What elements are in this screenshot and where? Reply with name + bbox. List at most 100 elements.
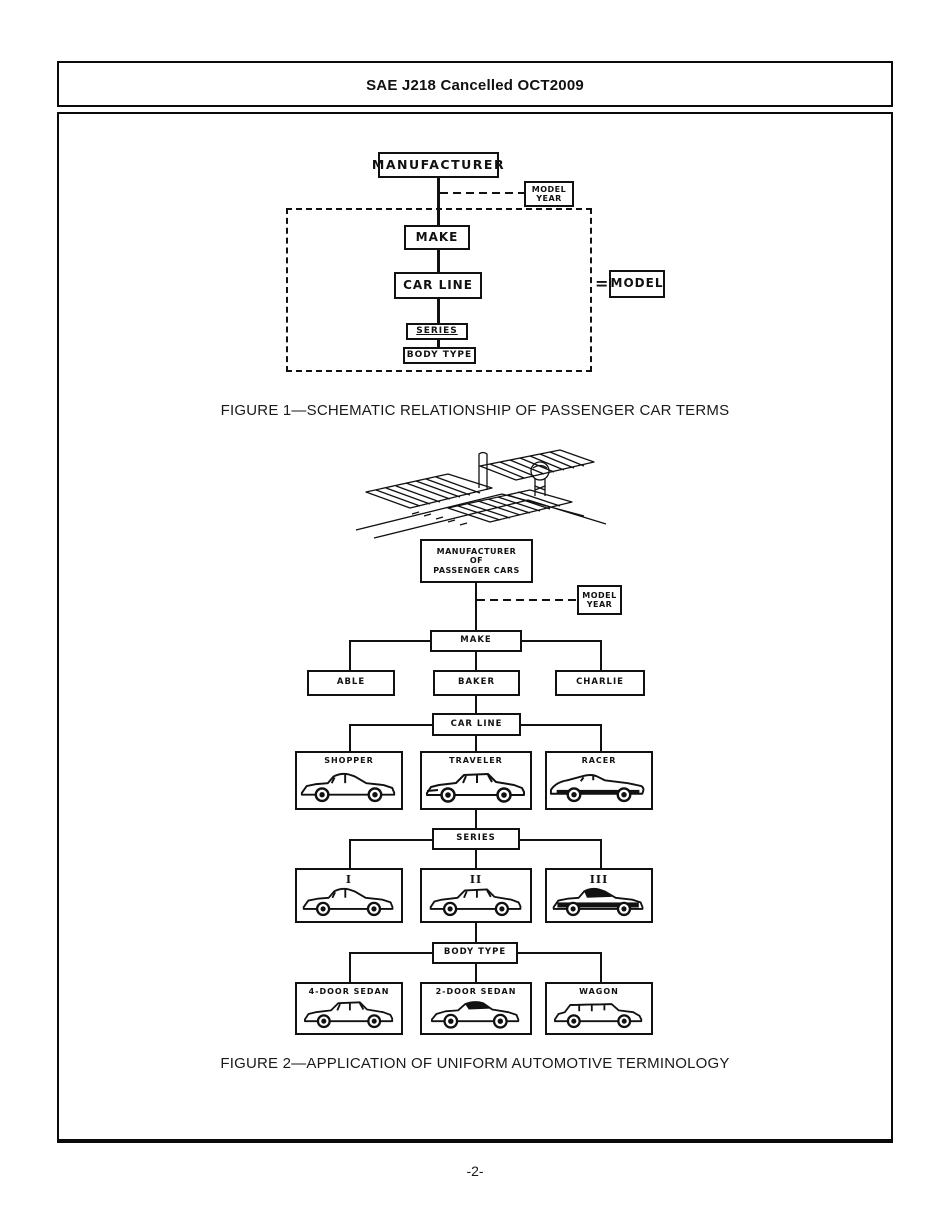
- figure2-make-connector-left: [349, 640, 430, 642]
- car-illustration-sedan: [304, 1001, 394, 1029]
- figure2-carbox-series-ii: II: [420, 868, 532, 923]
- figure2-bodytype-connector-right: [518, 952, 602, 954]
- figure2-carbox-racer: RACER: [545, 751, 653, 810]
- figure1-line-make-carline: [437, 250, 440, 272]
- figure2-series-label: SERIES: [456, 833, 496, 844]
- figure2-manufacturer-line3: PASSENGER CARS: [433, 565, 520, 575]
- car-illustration-dark-roof-coupe: [431, 1001, 520, 1029]
- figure1-car-line-label: CAR LINE: [403, 277, 473, 292]
- figure1-node-car-line: CAR LINE: [394, 272, 482, 299]
- figure2-line-manufacturer-make: [475, 583, 477, 630]
- figure2-line-series-bodytype: [475, 923, 477, 942]
- figure2-series-connector-left: [349, 839, 432, 841]
- figure1-body-type-label: BODY TYPE: [406, 350, 473, 361]
- figure2-carbox-series-i: I: [295, 868, 403, 923]
- figure2-drop-series-ii: [475, 850, 477, 868]
- figure2-carbox-series-iii: III: [545, 868, 653, 923]
- figure2-charlie-label: CHARLIE: [576, 677, 624, 688]
- figure2-carbox-2door-sedan: 2-DOOR SEDAN: [420, 982, 532, 1035]
- figure2-drop-2door: [475, 964, 477, 982]
- figure2-drop-wagon: [600, 952, 602, 982]
- figure2-racer-label: RACER: [581, 756, 617, 765]
- figure2-carbox-4door-sedan: 4-DOOR SEDAN: [295, 982, 403, 1035]
- figure2-drop-series-iii: [600, 839, 602, 868]
- figure1-caption: FIGURE 1—SCHEMATIC RELATIONSHIP OF PASSE…: [220, 402, 730, 419]
- car-illustration-wagon: [554, 1003, 643, 1029]
- figure2-car-line-label: CAR LINE: [450, 718, 503, 729]
- figure1-manufacturer-label: MANUFACTURER: [371, 156, 506, 172]
- figure2-able-label: ABLE: [336, 677, 366, 688]
- figure2-carbox-shopper: SHOPPER: [295, 751, 403, 810]
- figure1-node-model-year: MODEL YEAR: [524, 181, 574, 207]
- car-illustration-sedan: [429, 888, 522, 917]
- figure2-drop-baker: [475, 652, 477, 670]
- figure1-line-manufacturer-make: [437, 177, 440, 226]
- figure2-drop-shopper: [349, 724, 351, 751]
- figure2-2door-sedan-label: 2-DOOR SEDAN: [435, 987, 517, 996]
- page-title: SAE J218 Cancelled OCT2009: [366, 77, 584, 94]
- figure2-line-baker-carline: [475, 696, 477, 713]
- figure2-node-series: SERIES: [432, 828, 520, 850]
- figure2-model-year-line2: YEAR: [586, 600, 613, 609]
- figure2-make-label: MAKE: [460, 635, 492, 646]
- figure2-wagon-label: WAGON: [579, 987, 619, 996]
- figure2-line-traveler-series: [475, 810, 477, 828]
- figure2-series-ii-label: II: [469, 873, 483, 886]
- figure2-node-manufacturer: MANUFACTURER OF PASSENGER CARS: [420, 539, 533, 583]
- figure1-node-make: MAKE: [404, 225, 470, 250]
- figure2-node-make: MAKE: [430, 630, 522, 652]
- figure2-carline-connector-left: [349, 724, 432, 726]
- figure2-drop-4door: [349, 952, 351, 982]
- figure2-node-able: ABLE: [307, 670, 395, 696]
- car-illustration-coupe: [302, 887, 394, 917]
- figure2-node-charlie: CHARLIE: [555, 670, 645, 696]
- figure1-node-series: SERIES: [406, 323, 468, 340]
- figure2-drop-racer: [600, 724, 602, 751]
- figure2-caption: FIGURE 2—APPLICATION OF UNIFORM AUTOMOTI…: [220, 1055, 730, 1072]
- figure2-dashed-line-model-year: [477, 599, 577, 601]
- figure1-equals-sign: =: [595, 274, 609, 293]
- figure2-drop-charlie: [600, 640, 602, 670]
- figure2-drop-series-i: [349, 839, 351, 868]
- figure1-node-body-type: BODY TYPE: [403, 347, 476, 364]
- figure2-manufacturer-line2: OF: [469, 556, 484, 566]
- figure1-model-year-line2: YEAR: [536, 194, 562, 203]
- figure2-node-model-year: MODEL YEAR: [577, 585, 622, 615]
- figure2-manufacturer-line1: MANUFACTURER: [436, 547, 517, 557]
- figure1-series-label: SERIES: [416, 326, 458, 337]
- factory-illustration: [355, 449, 607, 539]
- figure2-traveler-label: TRAVELER: [449, 756, 503, 765]
- figure1-model-year-line1: MODEL: [531, 184, 567, 194]
- figure2-drop-traveler: [475, 736, 477, 751]
- figure2-node-baker: BAKER: [433, 670, 520, 696]
- header-box: [57, 61, 893, 107]
- figure2-node-car-line: CAR LINE: [432, 713, 521, 736]
- figure1-make-label: MAKE: [415, 229, 459, 244]
- figure2-model-year-line1: MODEL: [582, 590, 617, 600]
- figure2-4door-sedan-label: 4-DOOR SEDAN: [308, 987, 390, 996]
- figure2-node-body-type: BODY TYPE: [432, 942, 518, 964]
- car-illustration-coupe: [300, 772, 396, 803]
- figure2-series-iii-label: III: [589, 873, 609, 886]
- car-illustration-sedan: [426, 773, 525, 803]
- figure2-bodytype-connector-left: [349, 952, 432, 954]
- figure1-node-manufacturer: MANUFACTURER: [372, 152, 504, 178]
- figure2-series-i-label: I: [345, 873, 353, 886]
- figure2-drop-able: [349, 640, 351, 670]
- figure2-body-type-label: BODY TYPE: [443, 947, 507, 958]
- figure1-dashed-line-model-year: [440, 192, 525, 194]
- figure2-shopper-label: SHOPPER: [324, 756, 374, 765]
- figure2-series-connector-right: [520, 839, 602, 841]
- figure2-carline-connector-right: [521, 724, 602, 726]
- figure1-node-model: MODEL: [609, 270, 665, 298]
- figure1-model-label: MODEL: [610, 276, 664, 291]
- car-illustration-dark-coupe: [552, 887, 644, 917]
- page-number: -2-: [466, 1163, 484, 1179]
- figure2-baker-label: BAKER: [458, 677, 495, 688]
- car-illustration-sports-car: [549, 774, 645, 803]
- figure2-carbox-wagon: WAGON: [545, 982, 653, 1035]
- figure1-line-carline-series: [437, 299, 440, 323]
- figure2-carbox-traveler: TRAVELER: [420, 751, 532, 810]
- figure2-make-connector-right: [522, 640, 602, 642]
